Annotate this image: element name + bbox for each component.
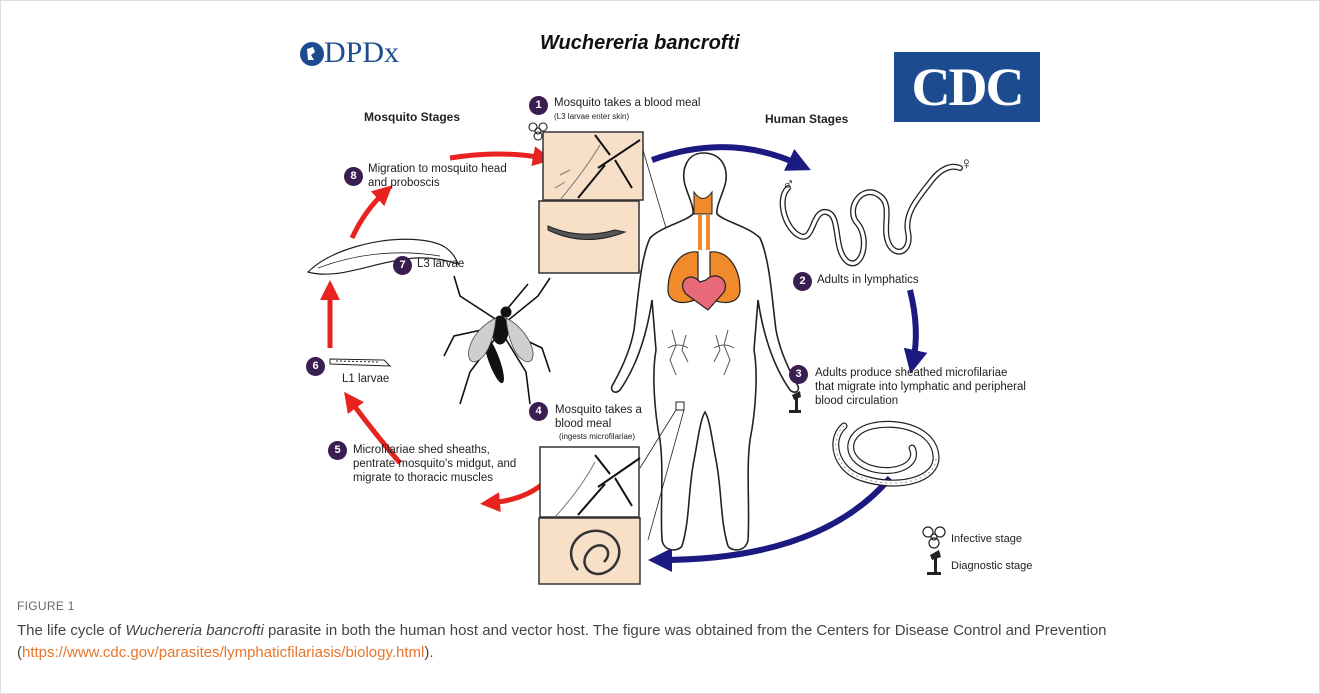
step-8-label: Migration to mosquito head and proboscis: [368, 162, 508, 190]
inset-bite-bottom: [540, 447, 639, 517]
step-1-label: Mosquito takes a blood meal: [554, 97, 700, 111]
biohazard-icon-legend: [923, 527, 945, 548]
step-4-label: Mosquito takes a blood meal: [555, 403, 663, 431]
arrow-step8-to-1: [450, 154, 543, 158]
step-2-label: Adults in lymphatics: [817, 274, 919, 288]
microscope-icon-step3: [789, 391, 801, 413]
sheathed-microfilaria: [836, 424, 936, 483]
step-5-badge: 5: [328, 441, 347, 460]
legend-infective-stage: Infective stage: [951, 533, 1022, 545]
step-2-badge: 2: [793, 272, 812, 291]
arrow-step2-to-3: [910, 290, 916, 362]
inset-bite-top: [543, 132, 643, 200]
step-7-badge: 7: [393, 256, 412, 275]
caption-text-start: The life cycle of: [17, 622, 125, 639]
step-6-badge: 6: [306, 357, 325, 376]
l1-larva: [330, 359, 390, 366]
legend-diagnostic-stage: Diagnostic stage: [951, 560, 1032, 572]
step-3-label: Adults produce sheathed microfilariae th…: [815, 366, 1027, 408]
step-4-badge: 4: [529, 402, 548, 421]
step-4-sublabel: (ingests microfilariae): [559, 432, 635, 442]
female-symbol: ♀: [960, 154, 973, 174]
caption-species-name: Wuchereria bancrofti: [125, 622, 263, 639]
arrow-step4-to-5: [490, 482, 545, 503]
arrow-step1-to-2: [652, 147, 800, 165]
step-1-badge: 1: [529, 96, 548, 115]
figure-caption: The life cycle of Wuchereria bancrofti p…: [17, 620, 1297, 664]
step-7-label: L3 larvae: [417, 258, 464, 272]
adult-worms: [783, 167, 960, 264]
arrow-step3-to-4: [660, 478, 890, 560]
step-1-sublabel: (L3 larvae enter skin): [554, 112, 629, 122]
figure-label: FIGURE 1: [17, 599, 75, 613]
step-8-badge: 8: [344, 167, 363, 186]
caption-text-end: ).: [424, 644, 433, 661]
arrow-step7-to-8: [352, 192, 385, 238]
life-cycle-drawing: [0, 0, 1320, 585]
mosquito: [444, 276, 550, 404]
step-3-badge: 3: [789, 365, 808, 384]
step-6-label: L1 larvae: [342, 373, 389, 387]
life-cycle-diagram: DPDx Wuchereria bancrofti CDC Mosquito S…: [0, 0, 1320, 585]
step-5-label: Microfilariae shed sheaths, pentrate mos…: [353, 443, 529, 485]
microscope-icon-legend: [927, 550, 941, 575]
male-symbol: ♂: [782, 175, 795, 195]
caption-source-link[interactable]: https://www.cdc.gov/parasites/lymphaticf…: [22, 644, 424, 661]
